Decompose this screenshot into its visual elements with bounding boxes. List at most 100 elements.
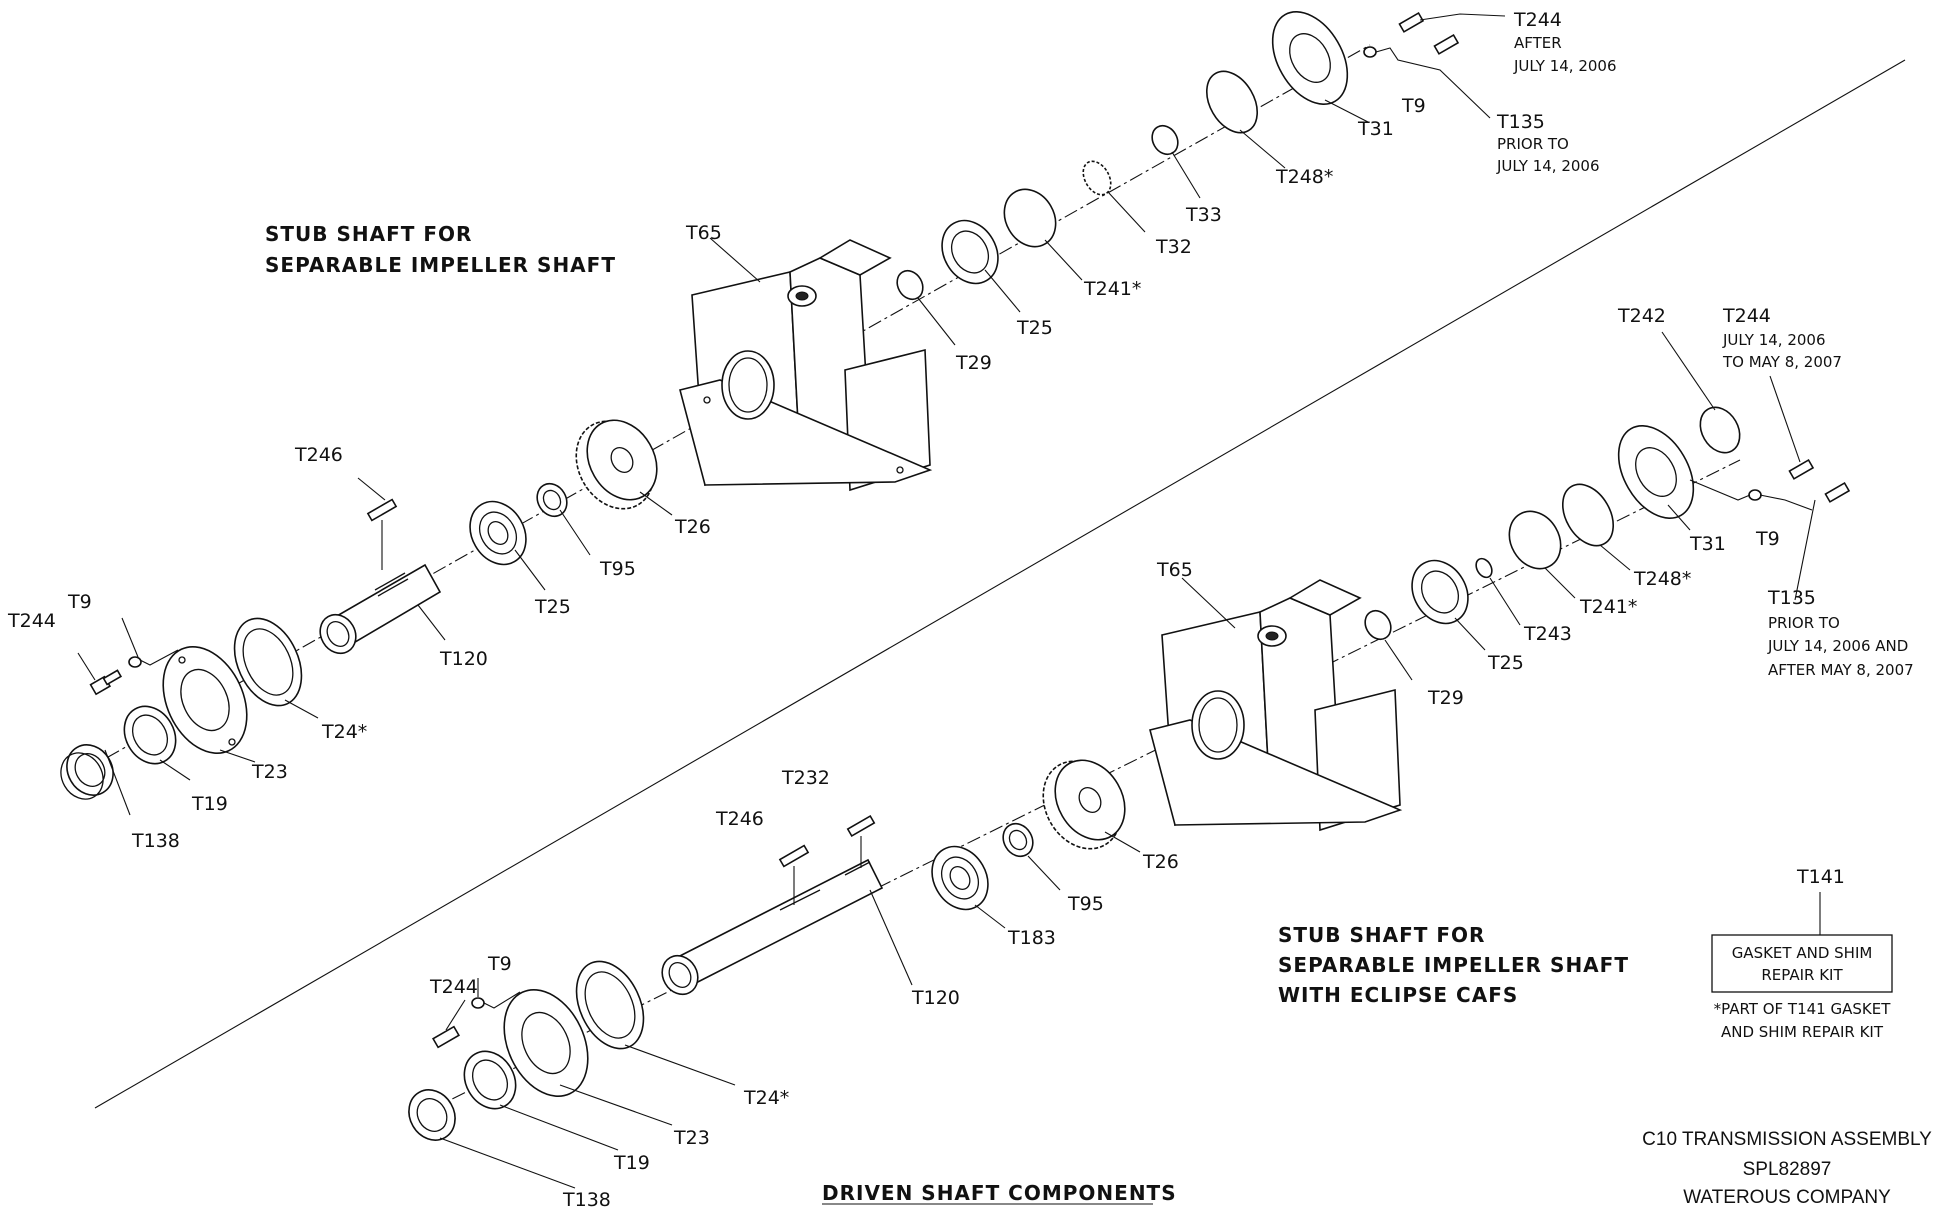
repair-kit-note-line1: *PART OF T141 GASKET — [1714, 1000, 1892, 1018]
upper-t248-oring — [1205, 70, 1259, 134]
lower-t31-cover — [1617, 425, 1695, 519]
upper-t135-bolt — [1433, 33, 1460, 55]
lower-t244-bolt-b — [1788, 458, 1815, 480]
lower-label-t242: T242 — [1617, 305, 1666, 327]
lower-label-t24: T24* — [743, 1087, 789, 1109]
upper-label-t120: T120 — [439, 648, 488, 670]
upper-heading-line1: STUB SHAFT FOR — [265, 222, 472, 246]
lower-note-t135-1: PRIOR TO — [1768, 614, 1840, 632]
upper-label-t241: T241* — [1083, 278, 1141, 300]
lower-label-t135: T135 — [1767, 587, 1816, 609]
lower-label-t19: T19 — [613, 1152, 650, 1174]
lower-label-t25: T25 — [1487, 652, 1524, 674]
upper-note-t135-2: JULY 14, 2006 — [1496, 157, 1600, 175]
upper-t32-lockwasher — [1082, 160, 1112, 196]
upper-label-t138: T138 — [131, 830, 180, 852]
lower-t24-part — [575, 960, 645, 1050]
upper-note-t135-1: PRIOR TO — [1497, 135, 1569, 153]
lower-t9-washer-b — [1748, 489, 1762, 501]
lower-label-t244b: T244 — [429, 976, 478, 998]
upper-t26-gear — [575, 419, 658, 510]
bottom-heading: DRIVEN SHAFT COMPONENTS — [822, 1181, 1177, 1205]
lower-label-t29: T29 — [1427, 687, 1464, 709]
lower-label-t26: T26 — [1142, 851, 1179, 873]
upper-label-t135: T135 — [1496, 111, 1545, 133]
upper-label-t25a: T25 — [1016, 317, 1053, 339]
lower-note-t135-3: AFTER MAY 8, 2007 — [1768, 661, 1914, 679]
upper-label-t23: T23 — [251, 761, 288, 783]
repair-kit-box — [1711, 934, 1893, 993]
upper-t31-cover — [1271, 11, 1349, 105]
repair-kit-box-line2: REPAIR KIT — [1761, 966, 1843, 984]
repair-kit-part-label: T141 — [1796, 866, 1845, 888]
repair-kit-note-line2: AND SHIM REPAIR KIT — [1721, 1023, 1884, 1041]
lower-t244-bolt — [432, 1025, 460, 1049]
lower-t9-washer — [471, 997, 485, 1009]
lower-t95-spacer — [1002, 822, 1034, 858]
lower-heading-line3: WITH ECLIPSE CAFS — [1278, 983, 1518, 1007]
lower-t138-part — [408, 1089, 456, 1141]
upper-assembly: T244 AFTER JULY 14, 2006 T135 PRIOR TO J… — [7, 9, 1617, 852]
upper-t241-oring — [1003, 188, 1057, 248]
repair-kit-callout: T141 GASKET AND SHIM REPAIR KIT *PART OF… — [1711, 866, 1893, 1041]
upper-t244-bolt — [89, 669, 123, 696]
lower-label-t183: T183 — [1007, 927, 1056, 949]
upper-label-t9b: T9 — [67, 591, 92, 613]
lower-note-t244-1: JULY 14, 2006 — [1722, 331, 1826, 349]
upper-t25-bearing-b — [941, 219, 999, 285]
upper-t19-part — [123, 705, 177, 765]
lower-note-t244-2: TO MAY 8, 2007 — [1722, 353, 1842, 371]
upper-t29-ring — [896, 269, 924, 301]
lower-label-t9b: T9 — [487, 953, 512, 975]
upper-heading-line2: SEPARABLE IMPELLER SHAFT — [265, 253, 616, 277]
upper-label-t244b: T244 — [7, 610, 56, 632]
lower-label-t248: T248* — [1633, 568, 1691, 590]
title-line2: SPL82897 — [1743, 1159, 1832, 1180]
upper-label-t19: T19 — [191, 793, 228, 815]
upper-label-t248: T248* — [1275, 166, 1333, 188]
divider-line — [94, 59, 1906, 1109]
lower-t120-shaft — [661, 858, 884, 996]
lower-t183-bearing — [931, 845, 989, 911]
lower-t26-gear — [1042, 759, 1126, 850]
upper-t244-bolt-b — [1398, 11, 1425, 33]
lower-label-t241: T241* — [1579, 596, 1637, 618]
lower-t242-seal — [1699, 406, 1741, 454]
lower-t65-housing — [1149, 579, 1403, 832]
lower-label-t95: T95 — [1067, 893, 1104, 915]
lower-t135-bolt — [1824, 481, 1851, 503]
upper-t23-part — [162, 645, 248, 755]
lower-label-t23: T23 — [673, 1127, 710, 1149]
lower-label-t232: T232 — [781, 767, 830, 789]
upper-label-t95: T95 — [599, 558, 636, 580]
lower-t246-key — [778, 844, 810, 868]
title-line3: WATEROUS COMPANY — [1683, 1187, 1891, 1207]
upper-label-t29: T29 — [955, 352, 992, 374]
upper-t24-part — [233, 617, 303, 707]
upper-t9-washer — [128, 656, 142, 668]
title-line1: C10 TRANSMISSION ASSEMBLY — [1642, 1129, 1932, 1150]
lower-note-t135-2: JULY 14, 2006 AND — [1767, 637, 1908, 655]
lower-label-t31: T31 — [1689, 533, 1726, 555]
lower-label-t65: T65 — [1156, 559, 1193, 581]
lower-t23-part — [503, 988, 589, 1098]
lower-t241-oring — [1508, 510, 1562, 570]
lower-t29-ring — [1364, 609, 1392, 641]
upper-note-t244-1: AFTER — [1514, 34, 1562, 52]
upper-label-t244: T244 — [1513, 9, 1562, 31]
lower-t19-part — [463, 1050, 517, 1110]
lower-label-t243: T243 — [1523, 623, 1572, 645]
lower-label-t244: T244 — [1722, 305, 1771, 327]
upper-t65-housing — [679, 239, 933, 492]
upper-note-t244-2: JULY 14, 2006 — [1513, 57, 1617, 75]
upper-t9-washer-b — [1363, 46, 1377, 58]
upper-label-t65: T65 — [685, 222, 722, 244]
upper-label-t31: T31 — [1357, 118, 1394, 140]
upper-t25-bearing-a — [469, 500, 527, 566]
upper-t95-spacer — [536, 482, 568, 518]
upper-label-t24: T24* — [321, 721, 367, 743]
upper-t120-shaft — [319, 563, 442, 655]
lower-t243-ring — [1475, 557, 1493, 579]
upper-label-t246: T246 — [294, 444, 343, 466]
